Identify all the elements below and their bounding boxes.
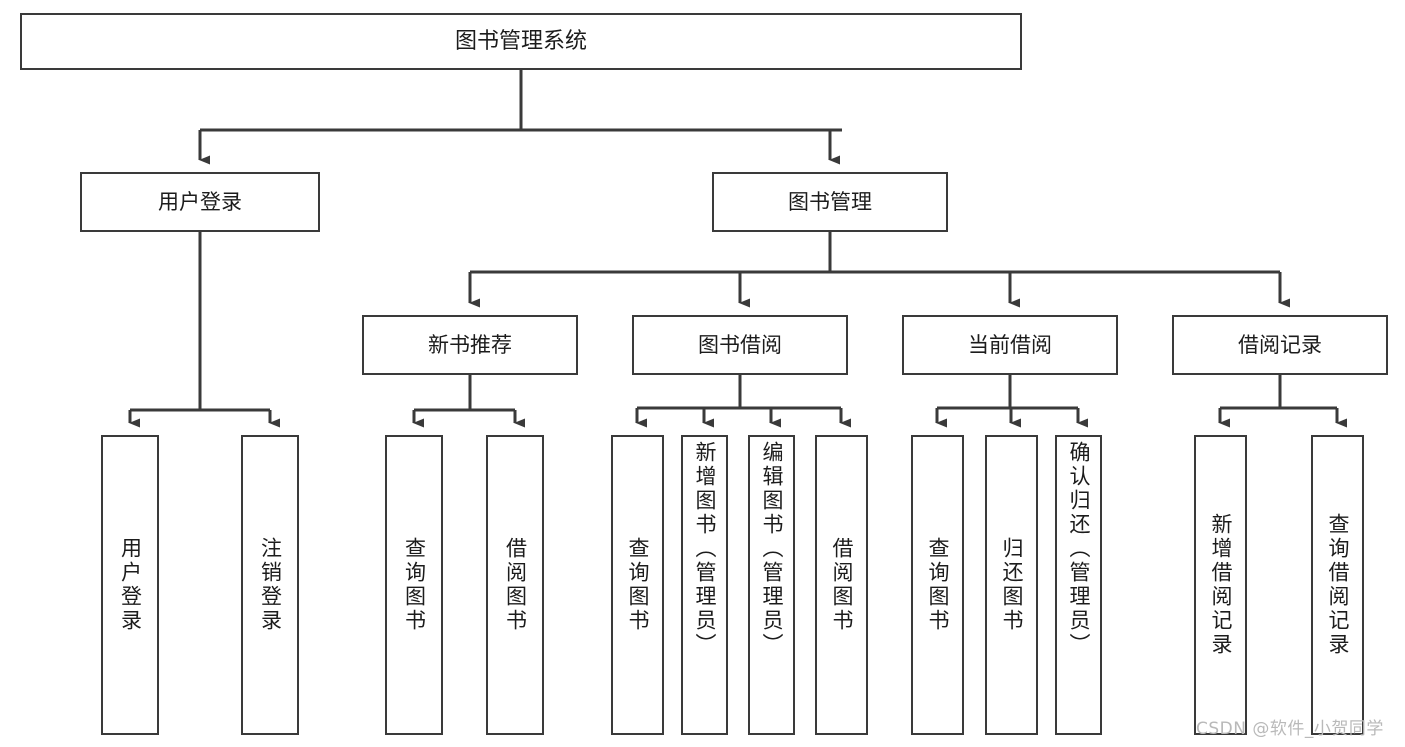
node-label: 查询图书 <box>626 537 650 633</box>
node-label: 新书推荐 <box>428 332 512 357</box>
node-root-system[interactable]: 图书管理系统 <box>20 13 1022 70</box>
csdn-watermark: CSDN @软件_小贺同学 <box>1196 719 1384 739</box>
node-label: 借阅图书 <box>830 537 854 633</box>
node-borrow-record[interactable]: 借阅记录 <box>1172 315 1388 375</box>
node-book-manage[interactable]: 图书管理 <box>712 172 948 232</box>
node-leaf-borrow-book-1[interactable]: 借阅图书 <box>486 435 544 735</box>
node-leaf-confirm-return-admin[interactable]: 确认归还（管理员） <box>1055 435 1102 735</box>
node-label: 新增借阅记录 <box>1209 513 1233 657</box>
node-label: 归还图书 <box>1000 537 1024 633</box>
node-label: 用户登录 <box>158 189 242 214</box>
node-label: 图书管理 <box>788 189 872 214</box>
node-leaf-add-borrow-record[interactable]: 新增借阅记录 <box>1194 435 1247 735</box>
node-new-book-rec[interactable]: 新书推荐 <box>362 315 578 375</box>
node-leaf-query-book-3[interactable]: 查询图书 <box>911 435 964 735</box>
node-leaf-add-book-admin[interactable]: 新增图书（管理员） <box>681 435 728 735</box>
node-leaf-user-login[interactable]: 用户登录 <box>101 435 159 735</box>
node-label: 查询图书 <box>402 537 427 633</box>
node-leaf-query-borrow-record[interactable]: 查询借阅记录 <box>1311 435 1364 735</box>
node-book-borrow[interactable]: 图书借阅 <box>632 315 848 375</box>
node-leaf-logout[interactable]: 注销登录 <box>241 435 299 735</box>
node-label: 图书借阅 <box>698 332 782 357</box>
node-label: 借阅记录 <box>1238 332 1322 357</box>
node-leaf-query-book-2[interactable]: 查询图书 <box>611 435 664 735</box>
node-label: 查询图书 <box>926 537 950 633</box>
node-label: 新增图书（管理员） <box>693 441 717 657</box>
node-label: 图书管理系统 <box>454 28 587 54</box>
node-leaf-borrow-book-2[interactable]: 借阅图书 <box>815 435 868 735</box>
node-label: 编辑图书（管理员） <box>760 441 784 657</box>
node-label: 确认归还（管理员） <box>1067 441 1091 657</box>
node-label: 查询借阅记录 <box>1326 513 1350 657</box>
node-label: 借阅图书 <box>503 537 528 633</box>
node-label: 注销登录 <box>258 537 283 633</box>
node-label: 用户登录 <box>118 537 143 633</box>
node-leaf-query-book-1[interactable]: 查询图书 <box>385 435 443 735</box>
node-user-login[interactable]: 用户登录 <box>80 172 320 232</box>
node-label: 当前借阅 <box>968 332 1052 357</box>
node-leaf-return-book[interactable]: 归还图书 <box>985 435 1038 735</box>
node-current-borrow[interactable]: 当前借阅 <box>902 315 1118 375</box>
node-leaf-edit-book-admin[interactable]: 编辑图书（管理员） <box>748 435 795 735</box>
